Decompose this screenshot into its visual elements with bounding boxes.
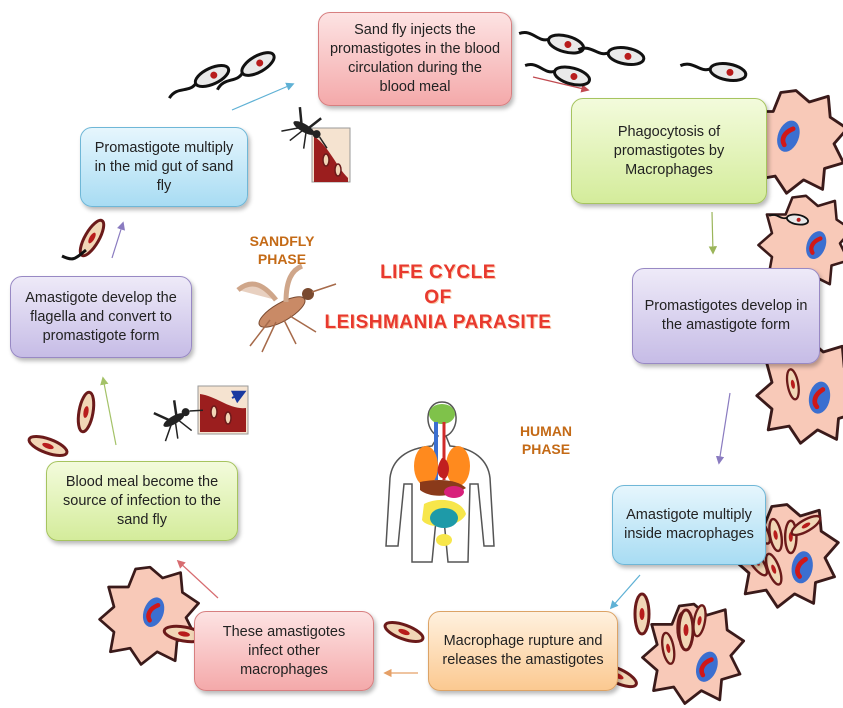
arrow-9 [232, 84, 293, 110]
macrophage-infected [100, 567, 199, 664]
step-9-text: Promastigote multiply in the mid gut of … [91, 139, 237, 196]
human-phase-label: HUMAN PHASE [496, 422, 596, 458]
step-9-box: Promastigote multiply in the mid gut of … [80, 127, 248, 207]
step-1-text: Sand fly injects the promastigotes in th… [329, 21, 501, 97]
step-1-box: Sand fly injects the promastigotes in th… [318, 12, 512, 106]
sandfly-phase-label: SANDFLY PHASE [232, 232, 332, 268]
arrow-3 [719, 393, 730, 463]
title-line-2: OF [318, 285, 558, 310]
step-2-text: Phagocytosis of promastigotes by Macroph… [582, 123, 756, 180]
step-3-text: Promastigotes develop in the amastigote … [643, 297, 809, 335]
bite-site-top [279, 104, 350, 182]
arrow-8 [112, 223, 123, 258]
step-6-text: These amastigotes infect other macrophag… [205, 623, 363, 680]
step-7-text: Blood meal become the source of infectio… [57, 473, 227, 530]
step-5-text: Macrophage rupture and releases the amas… [439, 632, 607, 670]
arrow-7 [103, 378, 116, 445]
step-7-box: Blood meal become the source of infectio… [46, 461, 238, 541]
title-line-3: LEISHMANIA PARASITE [318, 310, 558, 335]
bite-site-left [150, 386, 248, 445]
title-line-1: LIFE CYCLE [318, 260, 558, 285]
human-body-illustration [386, 402, 494, 562]
step-8-text: Amastigote develop the flagella and conv… [21, 289, 181, 346]
diagram-title: LIFE CYCLE OF LEISHMANIA PARASITE [318, 260, 558, 335]
step-4-text: Amastigote multiply inside macrophages [623, 506, 755, 544]
human-phase-line-1: HUMAN [496, 422, 596, 440]
human-phase-line-2: PHASE [496, 440, 596, 458]
step-5-box: Macrophage rupture and releases the amas… [428, 611, 618, 691]
sandfly-phase-line-1: SANDFLY [232, 232, 332, 250]
step-4-box: Amastigote multiply inside macrophages [612, 485, 766, 565]
step-8-box: Amastigote develop the flagella and conv… [10, 276, 192, 358]
step-3-box: Promastigotes develop in the amastigote … [632, 268, 820, 364]
sandfly-phase-line-2: PHASE [232, 250, 332, 268]
step-2-box: Phagocytosis of promastigotes by Macroph… [571, 98, 767, 204]
step-6-box: These amastigotes infect other macrophag… [194, 611, 374, 691]
arrow-2 [712, 212, 713, 253]
